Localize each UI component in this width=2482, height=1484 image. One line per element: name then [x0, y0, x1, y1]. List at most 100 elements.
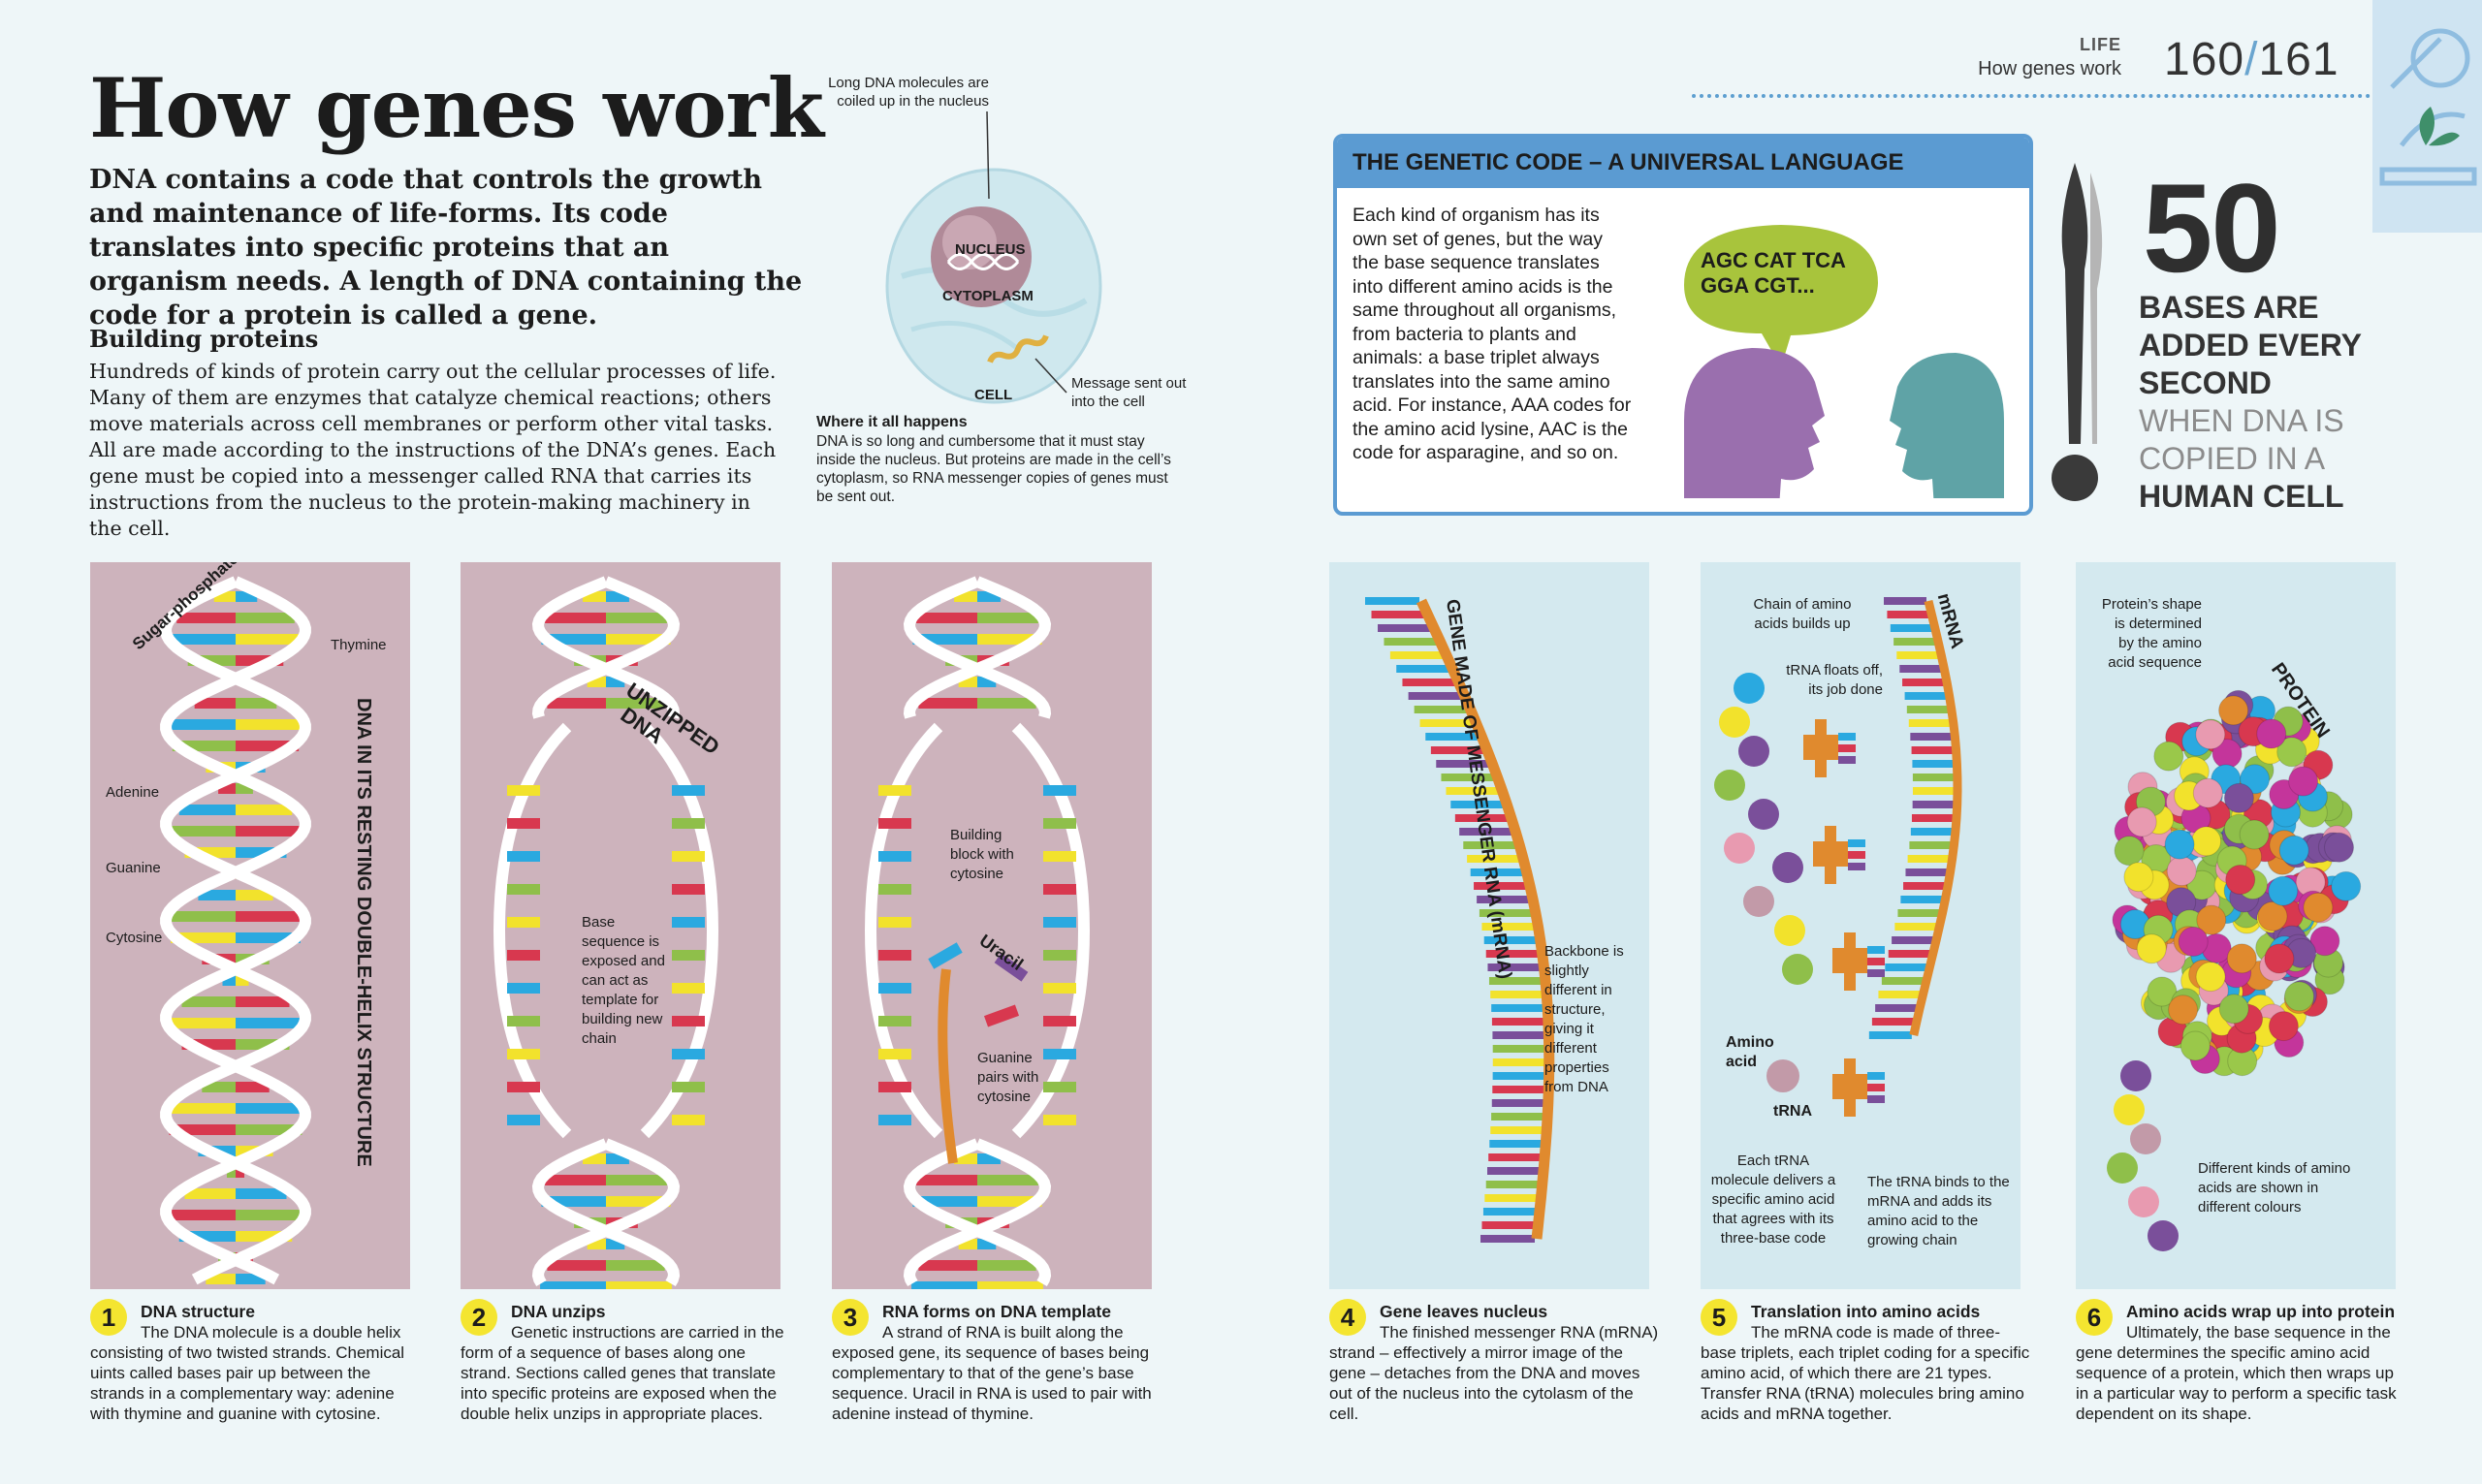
mrna-base	[1483, 936, 1539, 944]
cell-caption-title: Where it all happens	[816, 414, 968, 430]
helix-backbone	[903, 1138, 1052, 1286]
amino-acid-bead	[2218, 994, 2249, 1025]
label-cytosine: Cytosine	[106, 930, 163, 946]
label-resting-structure: DNA IN ITS RESTING DOUBLE-HELIX STRUCTUR…	[353, 698, 374, 1167]
exposed-base	[507, 884, 540, 895]
base-pair	[606, 677, 625, 687]
mrna-base	[1489, 1140, 1544, 1148]
mrna-base	[1430, 746, 1485, 754]
amino-acid-bead	[2324, 832, 2354, 863]
base-pair	[181, 996, 236, 1007]
page-left: 160	[2164, 34, 2245, 85]
mrna-base	[1911, 814, 1955, 822]
step-body: Genetic instructions are carried in the …	[461, 1323, 784, 1423]
exposed-base	[672, 917, 705, 928]
mrna-base	[1875, 1004, 1919, 1012]
mrna-base	[1419, 719, 1475, 727]
mrna-base	[1912, 774, 1956, 781]
mrna-base	[1408, 692, 1463, 700]
trna-base	[1867, 1072, 1885, 1080]
base-pair	[583, 591, 606, 602]
step-body: The mRNA code is made of three-base trip…	[1701, 1323, 2030, 1423]
amino-acid-bead	[2192, 777, 2223, 808]
step-title: Gene leaves nucleus	[1380, 1302, 1548, 1321]
amino-acid-bead	[2268, 875, 2299, 906]
unzipped-dna-illustration	[493, 576, 719, 1289]
amino-acid-bead	[2147, 976, 2178, 1007]
label-cell: CELL	[974, 387, 1013, 403]
exposed-base	[878, 851, 911, 862]
base-pair	[606, 698, 665, 709]
mrna-base	[1878, 991, 1922, 998]
amino-acid-bead	[2123, 862, 2154, 893]
bubble-line-2: GGA CGT...	[1701, 273, 1815, 298]
base-pair	[977, 677, 997, 687]
mrna-base	[1436, 760, 1491, 768]
base-pair	[977, 1239, 997, 1249]
base-pair	[236, 847, 287, 858]
free-base	[983, 1004, 1020, 1027]
base-pair	[954, 591, 977, 602]
amino-acid-bead	[1719, 707, 1750, 738]
base-pair	[587, 1239, 606, 1249]
helix-backbone	[903, 1138, 1052, 1286]
protein-illustration	[2107, 689, 2362, 1251]
page-right: 161	[2258, 34, 2339, 85]
mrna-base	[1490, 1126, 1545, 1134]
exposed-base	[672, 884, 705, 895]
mrna-base	[1912, 760, 1956, 768]
page-separator: /	[2244, 34, 2259, 85]
base-pair	[541, 634, 606, 645]
subsection-label: How genes work	[1978, 58, 2121, 79]
panel-rna-forms: Building block with cytosine Uracil Guan…	[832, 562, 1152, 1289]
amino-acid-bead	[2164, 829, 2195, 860]
amino-acid-bead	[2148, 1220, 2179, 1251]
cell-figure: Long DNA molecules are coiled up in the …	[795, 68, 1202, 523]
stat-line-6: HUMAN CELL	[2139, 479, 2344, 514]
mrna-base	[1894, 923, 1938, 931]
amino-acid-bead	[2225, 865, 2256, 895]
mrna-base	[1485, 950, 1541, 958]
amino-acid-bead	[2264, 943, 2295, 974]
mrna-base	[1491, 1099, 1546, 1107]
mrna-base	[1450, 801, 1506, 808]
base-pair	[977, 1281, 1043, 1289]
step-body: Ultimately, the base sequence in the gen…	[2076, 1323, 2397, 1423]
amino-acid-bead	[2276, 737, 2307, 768]
base-pair	[606, 1153, 629, 1164]
step-title: RNA forms on DNA template	[882, 1302, 1111, 1321]
mrna-base	[1488, 1153, 1543, 1161]
exposed-base	[672, 1049, 705, 1059]
amino-acid-bead	[1738, 736, 1769, 767]
base-pair	[916, 613, 977, 623]
genetic-code-body: Each kind of organism has its own set of…	[1352, 205, 1632, 463]
trna-base	[1838, 756, 1856, 764]
amino-acid-bead	[1774, 915, 1805, 946]
amino-acid-bead	[2120, 1060, 2151, 1091]
base-pair	[606, 1260, 665, 1271]
pipette-icon	[2052, 163, 2103, 501]
speech-bubble-text: AGC CAT TCA GGA CGT...	[1701, 248, 1846, 299]
mrna-base	[1389, 651, 1445, 659]
base-pair	[202, 1082, 236, 1092]
amino-acid-bead	[1734, 673, 1765, 704]
trna-base	[1838, 733, 1856, 741]
base-pair	[236, 719, 303, 730]
mrna-base	[1384, 638, 1439, 646]
mrna-base	[1897, 909, 1941, 917]
genetic-code-box: THE GENETIC CODE – A UNIVERSAL LANGUAGE …	[1333, 134, 2033, 516]
trna-base	[1848, 839, 1865, 847]
mrna-base	[1911, 746, 1955, 754]
base-pair	[236, 655, 284, 666]
mrna-base	[1910, 733, 1954, 741]
base-pair	[206, 1274, 236, 1284]
base-pair	[547, 1260, 606, 1271]
step-body: The finished messenger RNA (mRNA) strand…	[1329, 1323, 1659, 1423]
page-title: How genes work	[89, 60, 824, 156]
base-pair	[977, 1175, 1038, 1185]
exposed-base	[1043, 1082, 1076, 1092]
base-pair	[540, 1281, 606, 1289]
mrna-base	[1446, 787, 1501, 795]
mrna-base	[1492, 1031, 1547, 1039]
base-pair	[222, 975, 236, 986]
